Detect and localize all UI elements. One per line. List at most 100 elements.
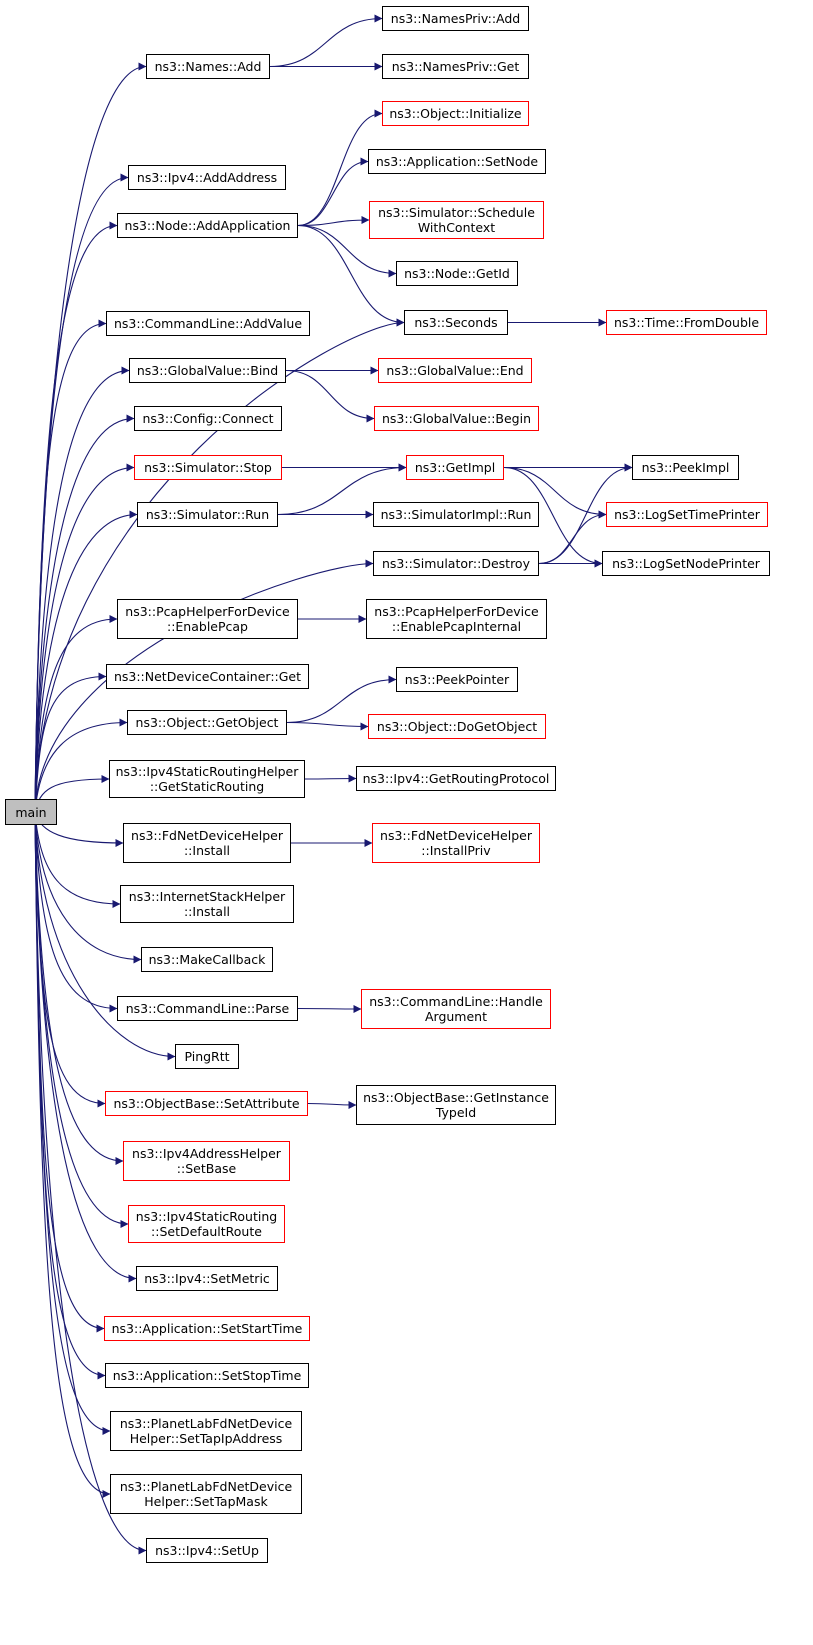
edge-main-to-cmd-addvalue	[34, 319, 107, 813]
node-time-fromdouble[interactable]: ns3::Time::FromDouble	[606, 310, 767, 335]
node-label-line: ns3::Ipv4StaticRouting	[135, 1209, 278, 1224]
node-ipv4srh-get[interactable]: ns3::Ipv4StaticRoutingHelper::GetStaticR…	[109, 760, 305, 798]
node-ndc-get[interactable]: ns3::NetDeviceContainer::Get	[106, 664, 309, 689]
node-label-line: ns3::NamesPriv::Add	[390, 11, 521, 26]
edge-main-to-ipv4-addaddress	[34, 173, 129, 813]
node-makecallback[interactable]: ns3::MakeCallback	[141, 947, 273, 972]
node-label-line: ns3::FdNetDeviceHelper	[131, 828, 283, 843]
node-fd-installpriv[interactable]: ns3::FdNetDeviceHelper::InstallPriv	[372, 823, 540, 863]
node-label-line: ns3::Seconds	[414, 315, 498, 330]
node-lognode[interactable]: ns3::LogSetNodePrinter	[602, 551, 770, 576]
node-ipv4ah-setbase[interactable]: ns3::Ipv4AddressHelper::SetBase	[123, 1141, 290, 1181]
node-label-line: ns3::Object::GetObject	[135, 715, 279, 730]
edge-node-addapp-to-sim-schedule	[297, 216, 370, 227]
node-cmd-parse[interactable]: ns3::CommandLine::Parse	[117, 996, 298, 1021]
node-label-line: ns3::Application::SetStartTime	[111, 1321, 303, 1336]
node-app-setnode[interactable]: ns3::Application::SetNode	[368, 149, 546, 174]
edge-main-to-app-setstart	[34, 811, 105, 1333]
node-pcap-enable[interactable]: ns3::PcapHelperForDevice::EnablePcap	[117, 599, 298, 639]
node-label-line: ::EnablePcapInternal	[391, 619, 522, 634]
edge-main-to-pingrtt	[34, 811, 176, 1061]
node-label-line: ns3::Config::Connect	[142, 411, 274, 426]
node-names-add[interactable]: ns3::Names::Add	[146, 54, 270, 79]
node-node-addapp[interactable]: ns3::Node::AddApplication	[117, 213, 298, 238]
node-sim-stop[interactable]: ns3::Simulator::Stop	[134, 455, 282, 480]
edge-ob-setattr-to-ob-getinst	[307, 1100, 357, 1109]
edge-ipv4srh-get-to-ipv4-getrp	[304, 774, 357, 783]
node-gv-bind[interactable]: ns3::GlobalValue::Bind	[129, 358, 286, 383]
node-label-line: ns3::Node::AddApplication	[124, 218, 291, 233]
node-pcap-internal[interactable]: ns3::PcapHelperForDevice::EnablePcapInte…	[366, 599, 547, 639]
node-main: main	[5, 799, 57, 825]
edge-obj-getobject-to-peekpointer	[286, 675, 397, 724]
edge-getimpl-to-logtime	[503, 466, 607, 519]
node-label-line: ::InstallPriv	[421, 843, 491, 858]
edge-main-to-ipv4-setmetric	[34, 811, 137, 1283]
node-label-line: ::Install	[183, 843, 231, 858]
node-obj-dogetobject[interactable]: ns3::Object::DoGetObject	[368, 714, 546, 739]
node-label-line: ::GetStaticRouting	[149, 779, 265, 794]
node-cmd-addvalue[interactable]: ns3::CommandLine::AddValue	[106, 311, 310, 336]
node-pingrtt[interactable]: PingRtt	[175, 1044, 239, 1069]
node-gv-end[interactable]: ns3::GlobalValue::End	[378, 358, 532, 383]
node-label-line: ns3::Simulator::Stop	[144, 460, 272, 475]
edge-node-addapp-to-seconds	[297, 224, 405, 327]
node-seconds[interactable]: ns3::Seconds	[404, 310, 508, 335]
node-label-line: ns3::ObjectBase::GetInstance	[363, 1090, 549, 1105]
node-namespriv-add[interactable]: ns3::NamesPriv::Add	[382, 6, 529, 31]
edge-main-to-sim-run	[34, 510, 138, 813]
node-label-line: ::Install	[183, 904, 231, 919]
node-ipv4-setup[interactable]: ns3::Ipv4::SetUp	[146, 1538, 268, 1563]
node-label-line: ns3::Ipv4::SetUp	[155, 1543, 259, 1558]
node-ipv4-getrp[interactable]: ns3::Ipv4::GetRoutingProtocol	[356, 766, 556, 791]
node-getimpl[interactable]: ns3::GetImpl	[406, 455, 504, 480]
node-obj-getobject[interactable]: ns3::Object::GetObject	[127, 710, 287, 735]
node-config-connect[interactable]: ns3::Config::Connect	[134, 406, 282, 431]
node-namespriv-get[interactable]: ns3::NamesPriv::Get	[382, 54, 529, 79]
node-ish-install[interactable]: ns3::InternetStackHelper::Install	[120, 885, 294, 923]
node-gv-begin[interactable]: ns3::GlobalValue::Begin	[374, 406, 539, 431]
node-ob-setattr[interactable]: ns3::ObjectBase::SetAttribute	[105, 1091, 308, 1116]
node-simimpl-run[interactable]: ns3::SimulatorImpl::Run	[373, 502, 539, 527]
node-app-setstop[interactable]: ns3::Application::SetStopTime	[105, 1363, 309, 1388]
node-logtime[interactable]: ns3::LogSetTimePrinter	[606, 502, 768, 527]
node-object-initialize[interactable]: ns3::Object::Initialize	[382, 101, 529, 126]
node-label-line: ns3::Node::GetId	[404, 266, 510, 281]
node-node-getid[interactable]: ns3::Node::GetId	[396, 261, 518, 286]
node-label-line: ns3::Simulator::Run	[145, 507, 270, 522]
node-sim-run[interactable]: ns3::Simulator::Run	[137, 502, 278, 527]
node-label-line: ns3::Application::SetStopTime	[112, 1368, 302, 1383]
edge-main-to-pcap-enable	[34, 615, 118, 813]
node-app-setstart[interactable]: ns3::Application::SetStartTime	[104, 1316, 310, 1341]
node-ipv4-setmetric[interactable]: ns3::Ipv4::SetMetric	[136, 1266, 278, 1291]
node-sim-destroy[interactable]: ns3::Simulator::Destroy	[373, 551, 539, 576]
node-ipv4-addaddress[interactable]: ns3::Ipv4::AddAddress	[128, 165, 286, 190]
node-label-line: ns3::LogSetTimePrinter	[614, 507, 760, 522]
node-label-line: Helper::SetTapIpAddress	[129, 1431, 283, 1446]
node-label-line: ns3::PlanetLabFdNetDevice	[119, 1479, 293, 1494]
node-ipv4sr-default[interactable]: ns3::Ipv4StaticRouting::SetDefaultRoute	[128, 1205, 285, 1243]
node-label-line: ns3::CommandLine::Parse	[125, 1001, 290, 1016]
edge-main-to-ish-install	[34, 811, 121, 908]
node-label-line: ::SetBase	[176, 1161, 237, 1176]
edge-main-to-cmd-parse	[34, 811, 118, 1013]
edge-main-to-seconds	[34, 318, 405, 813]
node-label-line: ns3::PcapHelperForDevice	[374, 604, 539, 619]
node-label-line: ns3::GlobalValue::End	[386, 363, 524, 378]
node-label-line: ns3::Ipv4::AddAddress	[136, 170, 278, 185]
node-label-line: ::EnablePcap	[166, 619, 248, 634]
node-label-line: ns3::LogSetNodePrinter	[612, 556, 760, 571]
node-fd-install[interactable]: ns3::FdNetDeviceHelper::Install	[123, 823, 291, 863]
node-peekimpl[interactable]: ns3::PeekImpl	[632, 455, 739, 480]
node-peekpointer[interactable]: ns3::PeekPointer	[396, 667, 518, 692]
node-label-line: WithContext	[417, 220, 496, 235]
node-label-line: ns3::NetDeviceContainer::Get	[113, 669, 302, 684]
edge-node-addapp-to-app-setnode	[297, 157, 369, 227]
node-label-line: ns3::PeekImpl	[641, 460, 730, 475]
